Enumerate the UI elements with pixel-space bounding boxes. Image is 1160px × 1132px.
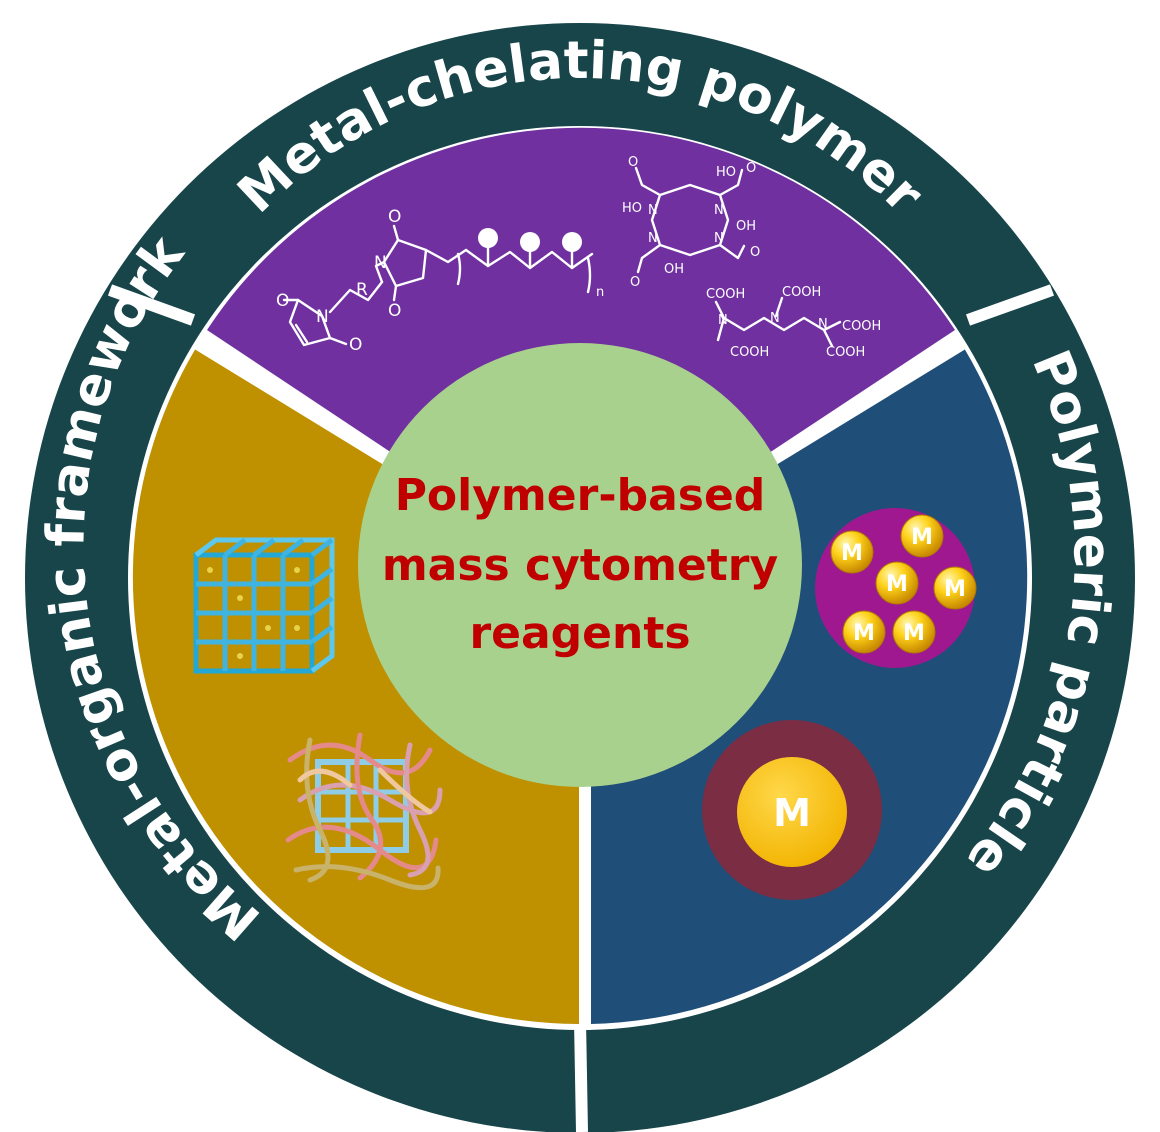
ring-dividers bbox=[107, 284, 1055, 1132]
svg-text:COOH: COOH bbox=[730, 345, 769, 360]
svg-text:N: N bbox=[714, 203, 724, 218]
maleimide-polymer-structure: O O N R N O O n bbox=[276, 207, 604, 355]
svg-text:N: N bbox=[714, 231, 724, 246]
dtpa-chelator-structure: COOH COOH N N N COOH COOH COOH bbox=[706, 285, 881, 360]
svg-text:O: O bbox=[276, 291, 289, 311]
svg-text:OH: OH bbox=[736, 219, 756, 234]
metal-ball-3-label: M bbox=[886, 572, 908, 597]
metal-ball-6: M bbox=[892, 610, 936, 654]
center-title-line-1: Polymer-based bbox=[395, 470, 766, 521]
svg-text:O: O bbox=[388, 301, 401, 321]
svg-text:COOH: COOH bbox=[826, 345, 865, 360]
metal-ball-2: M bbox=[900, 514, 944, 558]
svg-text:O: O bbox=[630, 275, 640, 290]
svg-text:OH: OH bbox=[664, 262, 684, 277]
svg-text:O: O bbox=[750, 245, 760, 260]
center-circle bbox=[358, 343, 802, 787]
svg-text:N: N bbox=[316, 307, 329, 327]
svg-text:N: N bbox=[374, 253, 387, 273]
svg-text:COOH: COOH bbox=[842, 319, 881, 334]
svg-text:O: O bbox=[628, 155, 638, 170]
svg-text:O: O bbox=[349, 335, 362, 355]
mof-lattice-nodes bbox=[207, 567, 300, 659]
svg-text:N: N bbox=[818, 317, 828, 332]
svg-text:HO: HO bbox=[716, 165, 736, 180]
svg-text:COOH: COOH bbox=[706, 287, 745, 302]
metal-ball-4: M bbox=[933, 566, 977, 610]
svg-text:N: N bbox=[770, 311, 780, 326]
svg-text:N: N bbox=[648, 231, 658, 246]
svg-text:O: O bbox=[746, 161, 756, 176]
metal-ball-1-label: M bbox=[841, 541, 863, 566]
mof-lattice-cube bbox=[193, 537, 335, 674]
metal-core bbox=[737, 757, 847, 867]
center-title-line-2: mass cytometry bbox=[382, 540, 778, 591]
metal-ball-4-label: M bbox=[944, 577, 966, 602]
svg-text:HO: HO bbox=[622, 201, 642, 216]
center-title-line-3: reagents bbox=[469, 608, 690, 659]
svg-text:N: N bbox=[718, 313, 728, 328]
polymer-coated-mof bbox=[285, 732, 443, 891]
metal-ball-5-label: M bbox=[853, 621, 875, 646]
metal-ball-5: M bbox=[842, 610, 886, 654]
svg-text:COOH: COOH bbox=[782, 285, 821, 300]
svg-text:R: R bbox=[356, 280, 368, 300]
metal-ball-2-label: M bbox=[911, 525, 933, 550]
metal-ball-3: M bbox=[875, 561, 919, 605]
svg-text:O: O bbox=[388, 207, 401, 227]
svg-text:N: N bbox=[648, 203, 658, 218]
svg-text:n: n bbox=[596, 285, 604, 300]
metal-core-label: M bbox=[773, 791, 811, 835]
dota-chelator-structure: N N N N O HO HO O OH O O OH bbox=[622, 155, 760, 290]
metal-ball-6-label: M bbox=[903, 621, 925, 646]
metal-ball-1: M bbox=[830, 530, 874, 574]
pendant-chelator-dots bbox=[478, 228, 582, 252]
